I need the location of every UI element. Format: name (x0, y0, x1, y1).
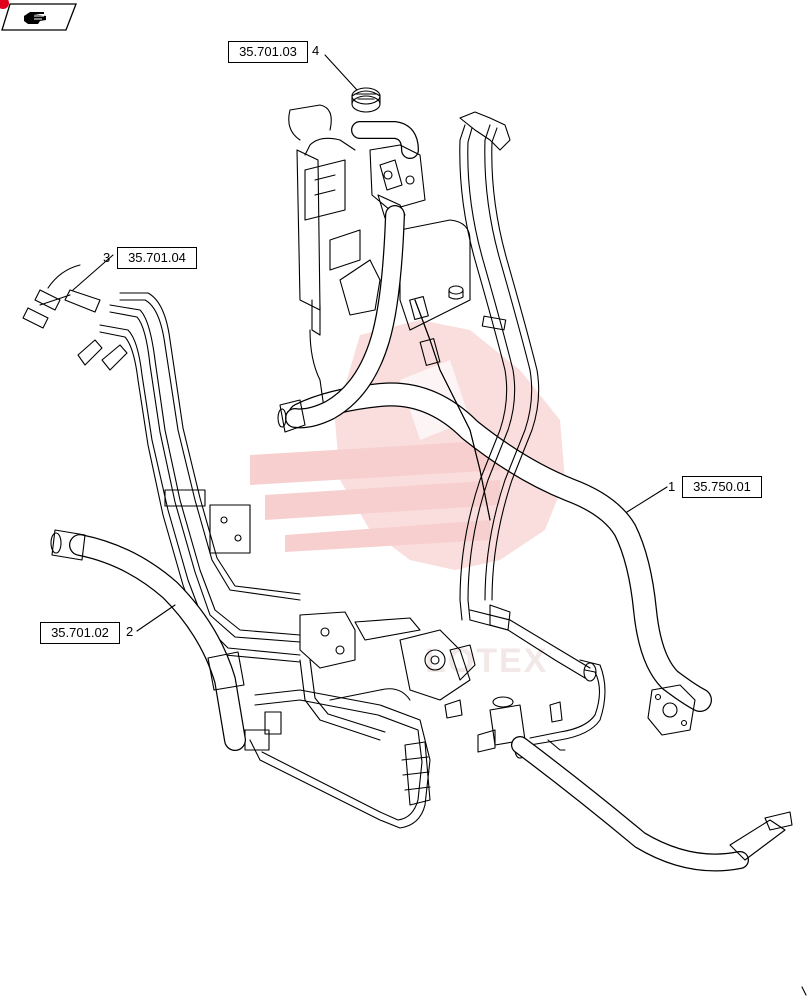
rear-tank (399, 219, 471, 331)
reference-link-35-750-01[interactable]: 35.750.01 (682, 476, 762, 498)
red-marker-icon (0, 0, 9, 9)
manual-valve-and-drain-hose (444, 696, 793, 872)
filler-cap (351, 87, 381, 113)
watermark-logo: LOTEX (250, 320, 565, 680)
valve-bank (299, 604, 606, 746)
hose-flange (647, 684, 696, 736)
reference-link-35-701-03[interactable]: 35.701.03 (228, 41, 308, 63)
supply-hose (277, 205, 405, 433)
return-hose (288, 382, 712, 712)
callout-leaders (72, 54, 807, 996)
lower-left-hose (50, 529, 246, 751)
watermark-text: LOTEX (425, 642, 548, 680)
pilot-line (409, 295, 491, 521)
mounting-frame (288, 104, 381, 416)
callout-number-3: 3 (103, 250, 111, 265)
reference-link-35-701-02[interactable]: 35.701.02 (40, 622, 120, 644)
lower-pipe-frame (244, 659, 431, 829)
reference-link-35-701-04[interactable]: 35.701.04 (117, 247, 197, 269)
callout-number-1: 1 (668, 479, 676, 494)
back-navigation-button[interactable] (0, 0, 78, 32)
hand-pointer-icon (24, 12, 46, 24)
callout-number-4: 4 (312, 43, 320, 58)
filter-valve-assembly (351, 121, 426, 219)
right-tube-pair (459, 111, 540, 621)
callout-number-2: 2 (126, 624, 134, 639)
